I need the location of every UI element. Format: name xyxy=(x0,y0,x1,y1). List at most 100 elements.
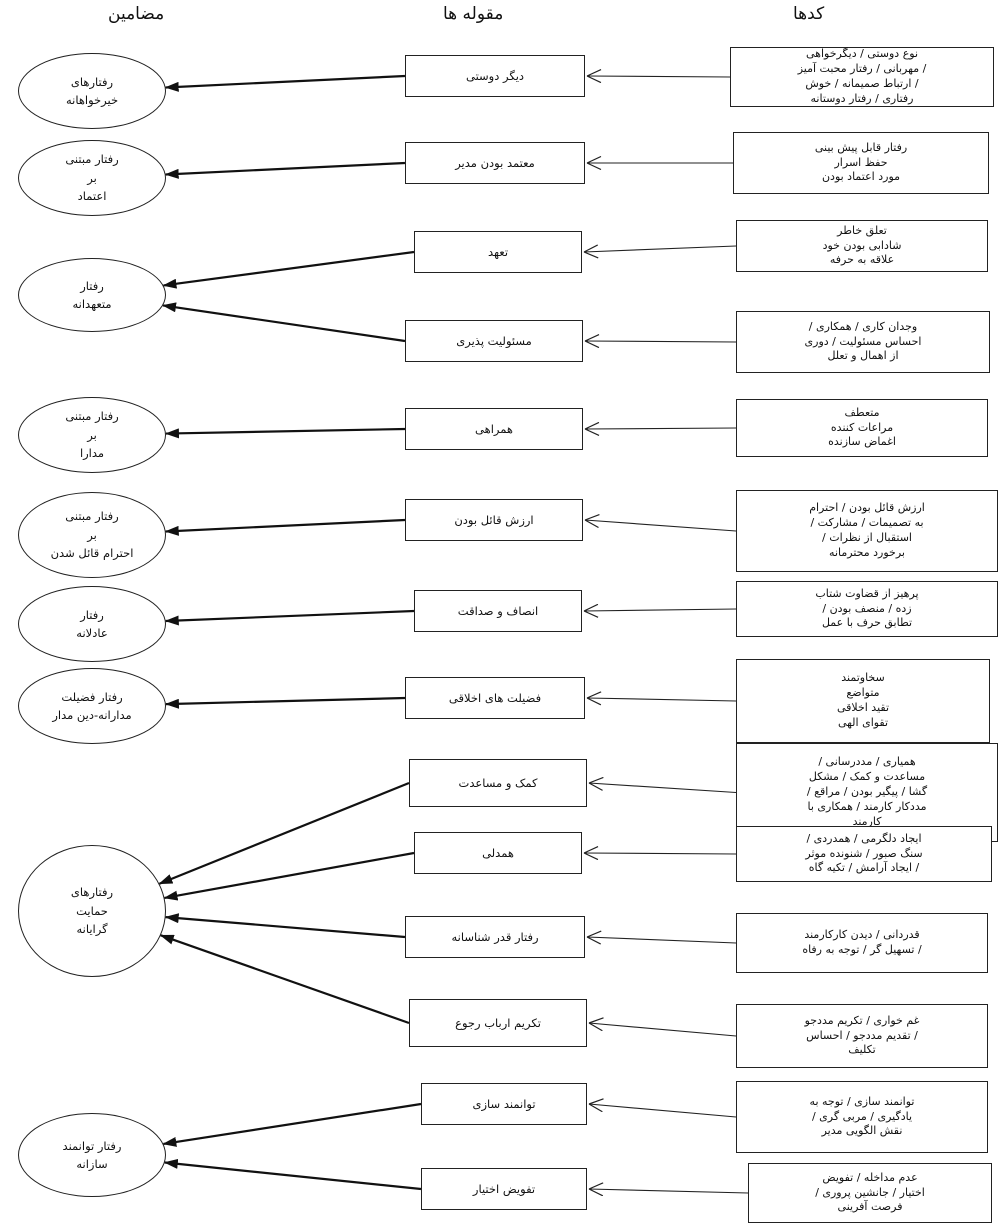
category-label: تعهد xyxy=(487,245,509,259)
category-box: کمک و مساعدت xyxy=(409,759,587,807)
code-box: پرهیز از قضاوت شتاب زده / منصف بودن / تط… xyxy=(736,581,998,637)
code-to-category-arrow xyxy=(584,853,737,854)
category-label: انصاف و صداقت xyxy=(457,604,539,618)
code-to-category-arrow xyxy=(587,76,731,77)
category-box: تعهد xyxy=(414,231,582,273)
category-to-theme-arrow xyxy=(164,696,406,709)
category-label: توانمند سازی xyxy=(472,1097,536,1111)
category-to-theme-arrow xyxy=(164,913,406,939)
category-to-theme-arrow xyxy=(164,427,406,439)
category-to-theme-arrow xyxy=(162,302,406,343)
theme-ellipse: رفتار مبتنی بر اعتماد xyxy=(18,140,166,216)
code-text: رفتار قابل پیش بینی حفظ اسرار مورد اعتما… xyxy=(814,140,908,184)
code-text: پرهیز از قضاوت شتاب زده / منصف بودن / تط… xyxy=(815,586,919,630)
code-text: متعطف مراعات کننده اغماض سازنده xyxy=(828,405,896,449)
theme-ellipse: رفتارهای حمایت گرایانه xyxy=(18,845,166,977)
code-to-category-arrow xyxy=(584,246,737,252)
category-to-theme-arrow xyxy=(163,851,415,901)
arrows-layer xyxy=(158,0,749,1196)
code-box: ایجاد دلگرمی / همدردی / سنگ صبور / شنوند… xyxy=(736,826,992,882)
category-label: مسئولیت پذیری xyxy=(456,334,532,348)
category-box: ارزش قائل بودن xyxy=(405,499,583,541)
code-text: ایجاد دلگرمی / همدردی / سنگ صبور / شنوند… xyxy=(805,831,923,875)
category-to-theme-arrow xyxy=(162,1102,422,1147)
code-box: نوع دوستی / دیگرخواهی / مهربانی / رفتار … xyxy=(730,47,994,107)
code-box: غم خواری / تکریم مددجو / تقدیم مددجو / ا… xyxy=(736,1004,988,1068)
category-to-theme-arrow xyxy=(164,609,415,626)
category-to-theme-arrow xyxy=(164,518,406,536)
category-label: فضیلت های اخلاقی xyxy=(448,691,542,705)
category-label: معتمد بودن مدیر xyxy=(455,156,535,170)
theme-label: رفتار فضیلت مدارانه-دین مدار xyxy=(52,689,132,722)
code-text: سخاوتمند متواضع تقید اخلاقی تقوای الهی xyxy=(836,671,890,729)
code-box: قدردانی / دیدن کارکارمند / تسهیل گر / تو… xyxy=(736,913,988,973)
theme-label: رفتار متعهدانه xyxy=(72,278,112,311)
code-to-category-arrow xyxy=(587,698,737,701)
code-to-category-arrow xyxy=(589,1189,749,1193)
theme-label: رفتار مبتنی بر احترام قائل شدن xyxy=(50,509,134,561)
code-to-category-arrow xyxy=(585,428,737,429)
category-label: همدلی xyxy=(482,846,514,860)
code-to-category-arrow xyxy=(585,341,737,342)
code-to-category-arrow xyxy=(587,937,737,943)
code-text: عدم مداخله / تفویض اختیار / جانشین پروری… xyxy=(815,1170,925,1214)
category-to-theme-arrow xyxy=(159,934,410,1025)
category-label: تکریم ارباب رجوع xyxy=(455,1016,541,1030)
category-box: انصاف و صداقت xyxy=(414,590,582,632)
categories-header: مقوله ها xyxy=(443,4,504,24)
code-box: رفتار قابل پیش بینی حفظ اسرار مورد اعتما… xyxy=(733,132,989,194)
code-box: متعطف مراعات کننده اغماض سازنده xyxy=(736,399,988,457)
code-box: توانمند سازی / توجه به یادگیری / مربی گر… xyxy=(736,1081,988,1153)
code-box: تعلق خاطر شادابی بودن خود علاقه به حرفه xyxy=(736,220,988,272)
category-label: دیگر دوستی xyxy=(465,69,525,83)
category-to-theme-arrow xyxy=(162,250,415,289)
category-box: تکریم ارباب رجوع xyxy=(409,999,587,1047)
code-to-category-arrow xyxy=(589,1023,737,1037)
category-box: فضیلت های اخلاقی xyxy=(405,677,585,719)
code-box: وجدان کاری / همکاری / احساس مسئولیت / دو… xyxy=(736,311,990,373)
theme-ellipse: رفتار متعهدانه xyxy=(18,258,166,332)
code-text: تعلق خاطر شادابی بودن خود علاقه به حرفه xyxy=(822,223,902,267)
code-text: همیاری / مددرسانی / مساعدت و کمک / مشکل … xyxy=(806,755,928,828)
themes-header: مضامین xyxy=(108,4,165,24)
theme-ellipse: رفتارهای خیرخواهانه xyxy=(18,53,166,129)
theme-ellipse: رفتار توانمند سازانه xyxy=(18,1113,166,1197)
codes-header: کدها xyxy=(793,4,825,24)
category-box: تفویض اختیار xyxy=(421,1168,587,1210)
code-to-category-arrow xyxy=(585,520,737,532)
code-to-category-arrow xyxy=(589,1104,737,1118)
code-text: وجدان کاری / همکاری / احساس مسئولیت / دو… xyxy=(804,319,922,363)
code-box: سخاوتمند متواضع تقید اخلاقی تقوای الهی xyxy=(736,659,990,743)
category-label: همراهی xyxy=(475,422,513,436)
theme-label: رفتار مبتنی بر مدارا xyxy=(65,409,119,461)
category-label: رفتار قدر شناسانه xyxy=(451,930,539,944)
category-to-theme-arrow xyxy=(164,74,406,92)
category-box: رفتار قدر شناسانه xyxy=(405,916,585,958)
code-box: ارزش قائل بودن / احترام به تصمیمات / مشا… xyxy=(736,490,998,572)
code-text: قدردانی / دیدن کارکارمند / تسهیل گر / تو… xyxy=(802,928,922,956)
category-label: کمک و مساعدت xyxy=(458,776,538,790)
category-box: همدلی xyxy=(414,832,582,874)
category-to-theme-arrow xyxy=(164,161,406,179)
theme-label: رفتارهای حمایت گرایانه xyxy=(70,885,114,937)
theme-ellipse: رفتار فضیلت مدارانه-دین مدار xyxy=(18,668,166,744)
code-to-category-arrow xyxy=(589,783,737,794)
category-box: توانمند سازی xyxy=(421,1083,587,1125)
theme-label: رفتار عادلانه xyxy=(76,607,108,640)
code-box: همیاری / مددرسانی / مساعدت و کمک / مشکل … xyxy=(736,743,998,842)
category-box: دیگر دوستی xyxy=(405,55,585,97)
category-label: تفویض اختیار xyxy=(472,1182,536,1196)
category-box: همراهی xyxy=(405,408,583,450)
category-box: معتمد بودن مدیر xyxy=(405,142,585,184)
theme-ellipse: رفتار مبتنی بر احترام قائل شدن xyxy=(18,492,166,578)
theme-ellipse: رفتار مبتنی بر مدارا xyxy=(18,397,166,473)
code-text: غم خواری / تکریم مددجو / تقدیم مددجو / ا… xyxy=(804,1013,920,1057)
category-box: مسئولیت پذیری xyxy=(405,320,583,362)
category-label: ارزش قائل بودن xyxy=(454,513,534,527)
theme-label: رفتارهای خیرخواهانه xyxy=(65,74,119,107)
code-box: عدم مداخله / تفویض اختیار / جانشین پروری… xyxy=(748,1163,992,1223)
theme-ellipse: رفتار عادلانه xyxy=(18,586,166,662)
category-to-theme-arrow xyxy=(163,1158,422,1191)
code-text: نوع دوستی / دیگرخواهی / مهربانی / رفتار … xyxy=(797,47,927,105)
code-text: توانمند سازی / توجه به یادگیری / مربی گر… xyxy=(809,1094,915,1138)
